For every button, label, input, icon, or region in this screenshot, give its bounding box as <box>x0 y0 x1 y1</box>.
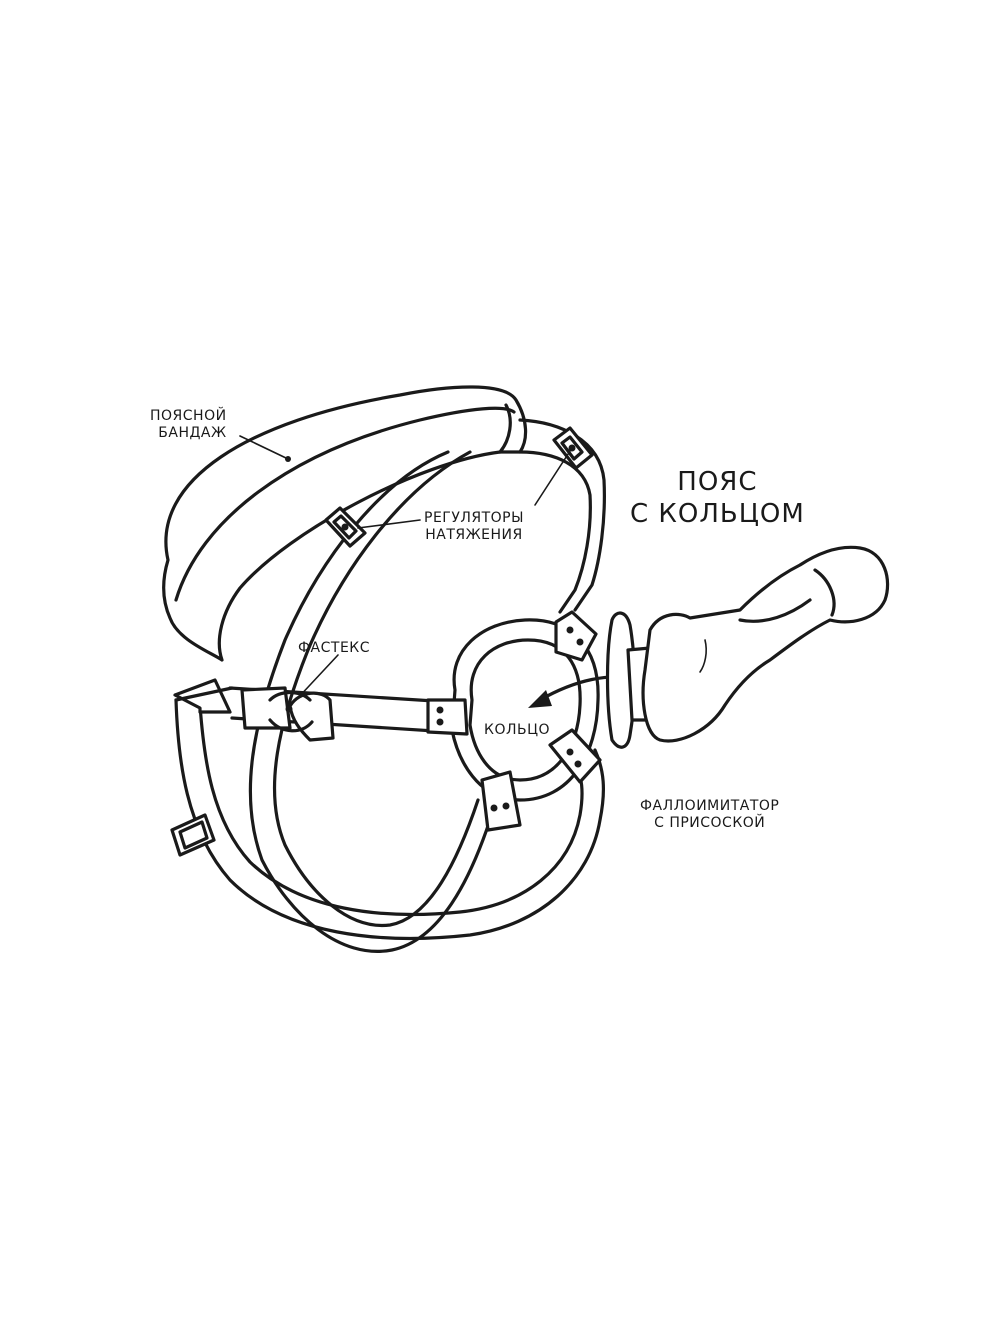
label-tension-adjusters-line-1: РЕГУЛЯТОРЫ <box>424 510 524 526</box>
label-dildo-line-2: С ПРИСОСКОЙ <box>654 815 766 831</box>
buckle-upper-right <box>552 426 594 470</box>
label-tension-adjusters-line-2: НАТЯЖЕНИЯ <box>425 527 523 543</box>
label-tension-adjusters: РЕГУЛЯТОРЫ НАТЯЖЕНИЯ <box>424 510 524 544</box>
ring-tab-upper <box>554 610 598 662</box>
diagram-title: ПОЯС С КОЛЬЦОМ <box>630 466 805 530</box>
dildo-with-suction-cup <box>605 545 890 749</box>
label-dildo-line-1: ФАЛЛОИМИТАТОР <box>640 798 780 814</box>
label-ring-line-1: КОЛЬЦО <box>484 722 550 738</box>
label-waist-bandage-line-2: БАНДАЖ <box>158 425 227 441</box>
label-fastex-line-1: ФАСТЕКС <box>298 640 371 656</box>
ring-tab-left <box>426 698 469 736</box>
label-dildo: ФАЛЛОИМИТАТОР С ПРИСОСКОЙ <box>640 798 779 832</box>
buckle-lower-left <box>170 813 216 857</box>
label-ring: КОЛЬЦО <box>484 722 550 739</box>
ring-tab-right <box>548 728 602 784</box>
leg-straps <box>173 450 605 953</box>
waist-band <box>162 385 528 662</box>
ring-tab-bottom <box>480 770 522 832</box>
label-fastex: ФАСТЕКС <box>298 640 370 657</box>
diagram-title-line-1: ПОЯС <box>677 467 758 497</box>
leader-lines <box>239 435 573 701</box>
buckle-upper-left <box>324 506 367 548</box>
label-waist-bandage-line-1: ПОЯСНОЙ <box>150 408 227 424</box>
label-waist-bandage: ПОЯСНОЙ БАНДАЖ <box>150 408 227 442</box>
fastex-buckle <box>240 686 335 742</box>
diagram-title-line-2: С КОЛЬЦОМ <box>630 499 805 529</box>
right-side-strap <box>518 418 606 614</box>
